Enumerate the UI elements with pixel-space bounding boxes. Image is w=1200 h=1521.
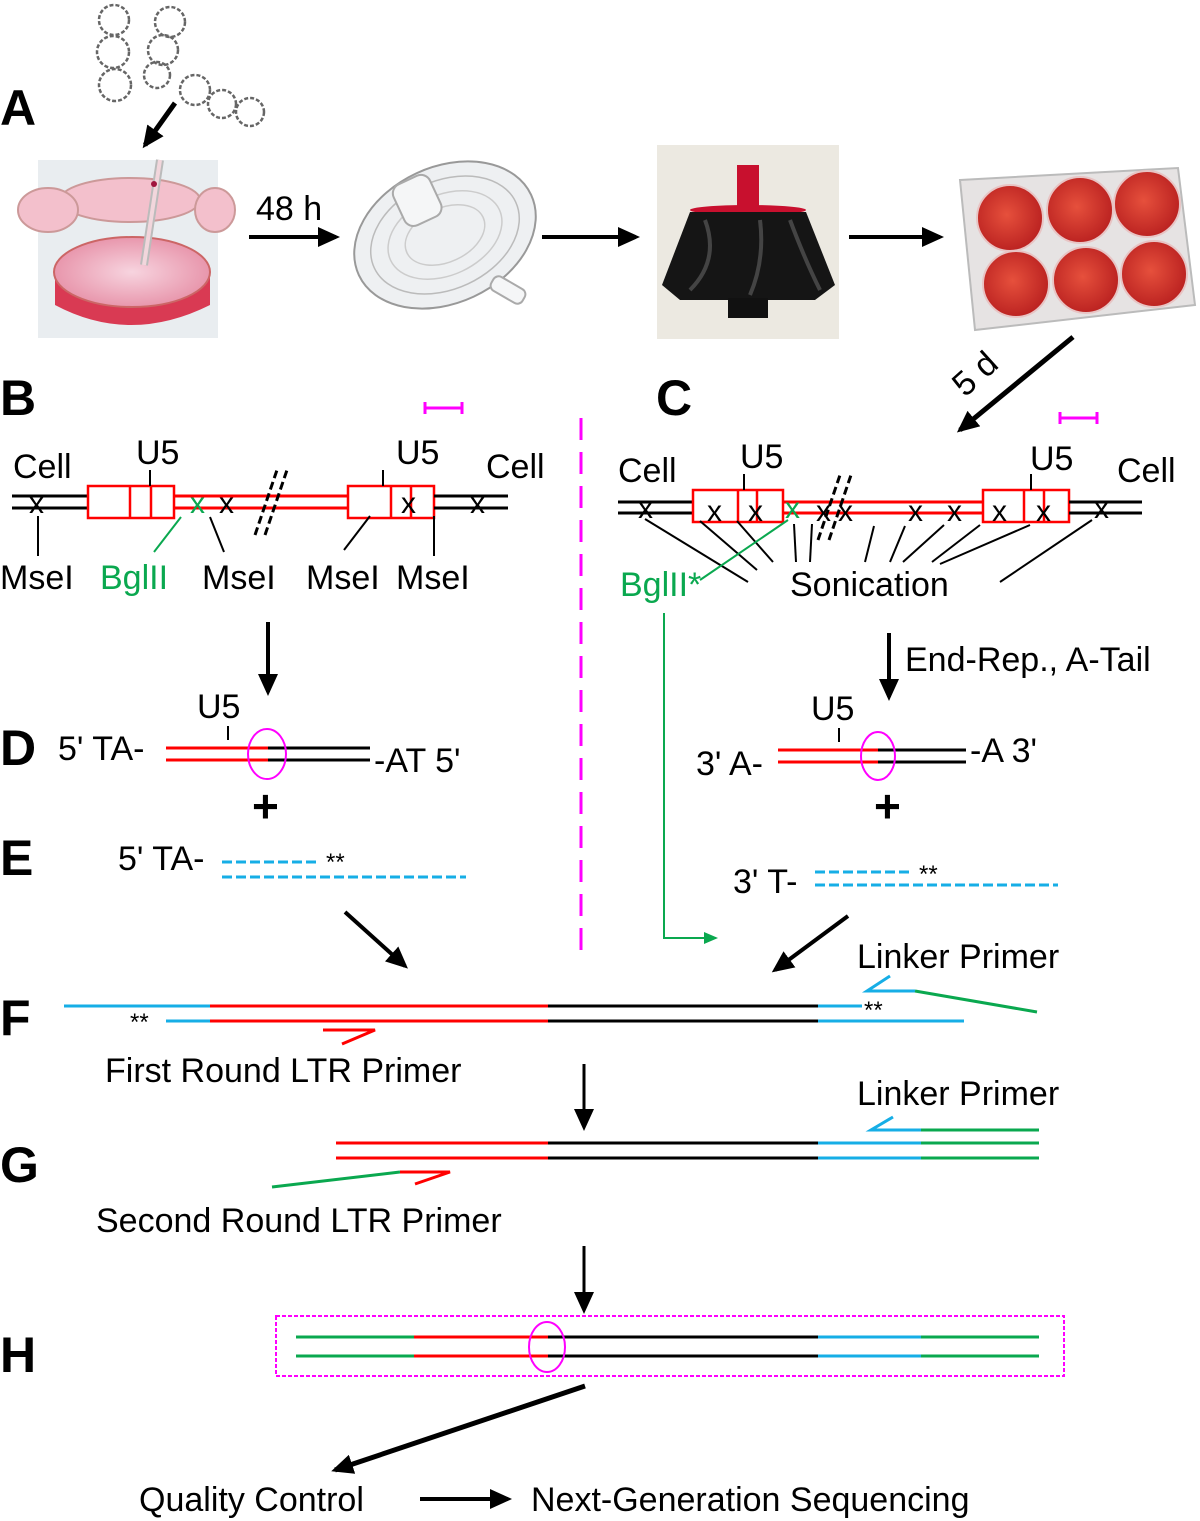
c-right-end-label: -A 3' — [970, 732, 1037, 770]
sonication-leader-lines — [644, 518, 1093, 583]
c-linker-end-label: 3' T- — [733, 863, 797, 901]
c-u5-label: U5 — [811, 690, 854, 728]
arrow-c-to-f — [771, 914, 850, 973]
g-linker-primer-icon — [865, 1115, 1039, 1132]
arrow-plasmid-to-dish — [142, 101, 178, 149]
f-stars-left: ** — [130, 1009, 149, 1036]
panel-label-c: C — [656, 370, 692, 426]
scale-bar-c — [1058, 412, 1099, 424]
syringe-filter-image — [353, 160, 537, 310]
d-right-end-label: -AT 5' — [374, 742, 460, 780]
c-fragment — [778, 731, 966, 781]
sonication-sites: x x x x x x x x x x x — [638, 492, 1109, 528]
cell-label-right-b: Cell — [486, 448, 545, 486]
provirus-c — [618, 474, 1142, 541]
g-ltr-primer-label: Second Round LTR Primer — [96, 1202, 502, 1240]
arrow-e-to-f — [343, 910, 408, 969]
plus-icon: + — [252, 780, 279, 832]
plasmid-dna-icon — [95, 3, 266, 128]
bglii-site-icon: x — [785, 492, 800, 525]
e-stars-label: ** — [326, 849, 345, 876]
bglii-site-icon: x — [190, 487, 205, 520]
svg-text:x: x — [838, 495, 853, 528]
msei-site-icon: x — [401, 487, 416, 520]
f-linker-primer-label: Linker Primer — [857, 938, 1059, 976]
ngs-label: Next-Generation Sequencing — [531, 1481, 970, 1519]
f-ltr-primer-icon — [323, 1028, 376, 1046]
arrow-plate-to-c — [956, 335, 1075, 433]
site-leader-lines-b — [37, 515, 435, 556]
svg-text:x: x — [947, 495, 962, 528]
cell-label-left-b: Cell — [13, 448, 72, 486]
u5-label-left-b: U5 — [136, 434, 179, 472]
svg-text:x: x — [992, 495, 1007, 528]
d-left-end-label: 5' TA- — [58, 730, 144, 768]
ultracentrifuge-rotor-image — [657, 145, 839, 339]
u5-label-right-b: U5 — [396, 434, 439, 472]
g-ltr-primer-icon — [271, 1170, 451, 1189]
panel-label-g: G — [0, 1137, 39, 1193]
quality-control-label: Quality Control — [139, 1481, 364, 1519]
bglii-leader-line — [699, 519, 789, 581]
cell-label-right-c: Cell — [1117, 452, 1176, 490]
msei-label: MseI — [202, 559, 276, 597]
end-repair-label: End-Rep., A-Tail — [905, 641, 1151, 679]
svg-text:x: x — [638, 492, 653, 525]
u5-label-left-c: U5 — [740, 438, 783, 476]
d-fragment — [166, 728, 370, 780]
arrow-h-to-qc — [331, 1383, 586, 1474]
plus-icon: + — [874, 780, 901, 832]
bglii-path-arrow — [663, 613, 718, 944]
junction-highlight-icon — [860, 731, 896, 781]
svg-text:x: x — [908, 495, 923, 528]
cell-culture-dishes-image — [17, 159, 236, 338]
c-left-end-label: 3' A- — [696, 745, 763, 783]
six-well-plate-image — [958, 166, 1197, 332]
provirus-b — [12, 466, 508, 536]
f-ligated-product — [64, 1004, 964, 1023]
msei-site-icon: x — [219, 487, 234, 520]
e-linker — [222, 860, 466, 879]
d-u5-label: U5 — [197, 688, 240, 726]
svg-text:x: x — [1036, 495, 1051, 528]
final-library-box — [275, 1315, 1065, 1377]
junction-highlight-icon — [247, 728, 287, 780]
svg-text:x: x — [707, 495, 722, 528]
c-linker — [815, 870, 1058, 887]
panel-label-h: H — [0, 1327, 36, 1383]
panel-label-d: D — [0, 720, 36, 776]
panel-label-e: E — [0, 830, 33, 886]
g-linker-primer-label: Linker Primer — [857, 1075, 1059, 1113]
step-label-5d: 5 d — [945, 344, 1006, 404]
bglii-label: BglII — [100, 559, 168, 597]
c-stars-label: ** — [919, 861, 938, 888]
h-final-library — [296, 1321, 1039, 1373]
f-stars-right: ** — [864, 997, 883, 1024]
g-pcr-product — [336, 1141, 1039, 1160]
panel-label-b: B — [0, 370, 36, 426]
e-left-end-label: 5' TA- — [118, 840, 204, 878]
msei-site-icon: x — [470, 487, 485, 520]
panel-label-a: A — [0, 80, 36, 136]
u5-label-right-c: U5 — [1030, 440, 1073, 478]
svg-text:x: x — [816, 495, 831, 528]
svg-text:x: x — [1094, 492, 1109, 525]
msei-label: MseI — [306, 559, 380, 597]
step-label-48h: 48 h — [256, 190, 322, 228]
bglii-star-label: BglII* — [620, 566, 701, 604]
junction-highlight-icon — [528, 1321, 566, 1373]
msei-label: MseI — [0, 559, 74, 597]
sonication-label: Sonication — [790, 566, 949, 604]
f-linker-primer-icon — [861, 974, 1038, 1014]
panel-label-f: F — [0, 990, 31, 1046]
scale-bar-b — [423, 402, 464, 414]
f-ltr-primer-label: First Round LTR Primer — [105, 1052, 461, 1090]
msei-label: MseI — [396, 559, 470, 597]
svg-text:x: x — [748, 495, 763, 528]
msei-site-icon: x — [29, 487, 44, 520]
cell-label-left-c: Cell — [618, 452, 677, 490]
